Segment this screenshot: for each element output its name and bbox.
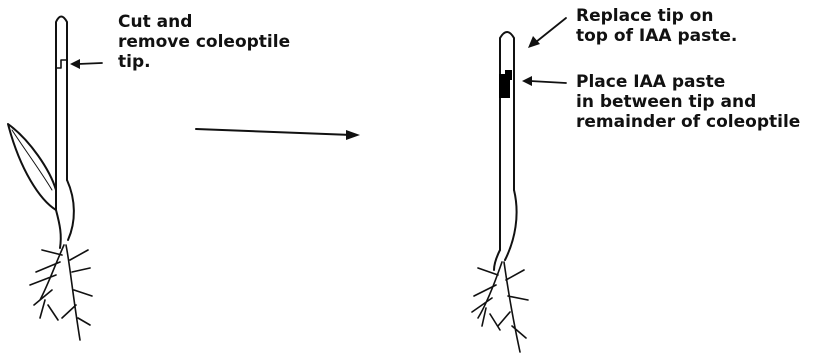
right-roots [472, 262, 528, 352]
cut-tip-label: Cut and remove coleoptile tip. [118, 12, 290, 72]
place-paste-line-2: in between tip and [576, 92, 800, 112]
arrow-to-paste [530, 81, 566, 83]
replace-tip-label: Replace tip on top of IAA paste. [576, 6, 737, 46]
cut-tip-line-2: remove coleoptile [118, 32, 290, 52]
cut-tip-line-3: tip. [118, 52, 290, 72]
right-seedling [472, 32, 528, 352]
place-paste-line-3: remainder of coleoptile [576, 112, 800, 132]
arrow-to-cut [78, 63, 102, 64]
arrow-to-tip [536, 18, 566, 42]
replace-tip-line-1: Replace tip on [576, 6, 737, 26]
transition-arrow [196, 129, 360, 140]
cut-tip-line-1: Cut and [118, 12, 290, 32]
left-cut-line [56, 60, 67, 68]
left-leaf [8, 124, 56, 210]
right-stem [494, 190, 517, 270]
replace-tip-line-2: top of IAA paste. [576, 26, 737, 46]
place-paste-label: Place IAA paste in between tip and remai… [576, 72, 800, 132]
left-leaf-vein [12, 130, 52, 190]
right-coleoptile [500, 32, 514, 250]
place-paste-line-1: Place IAA paste [576, 72, 800, 92]
left-coleoptile [56, 17, 67, 211]
left-stem [56, 180, 74, 248]
left-roots [30, 245, 92, 340]
